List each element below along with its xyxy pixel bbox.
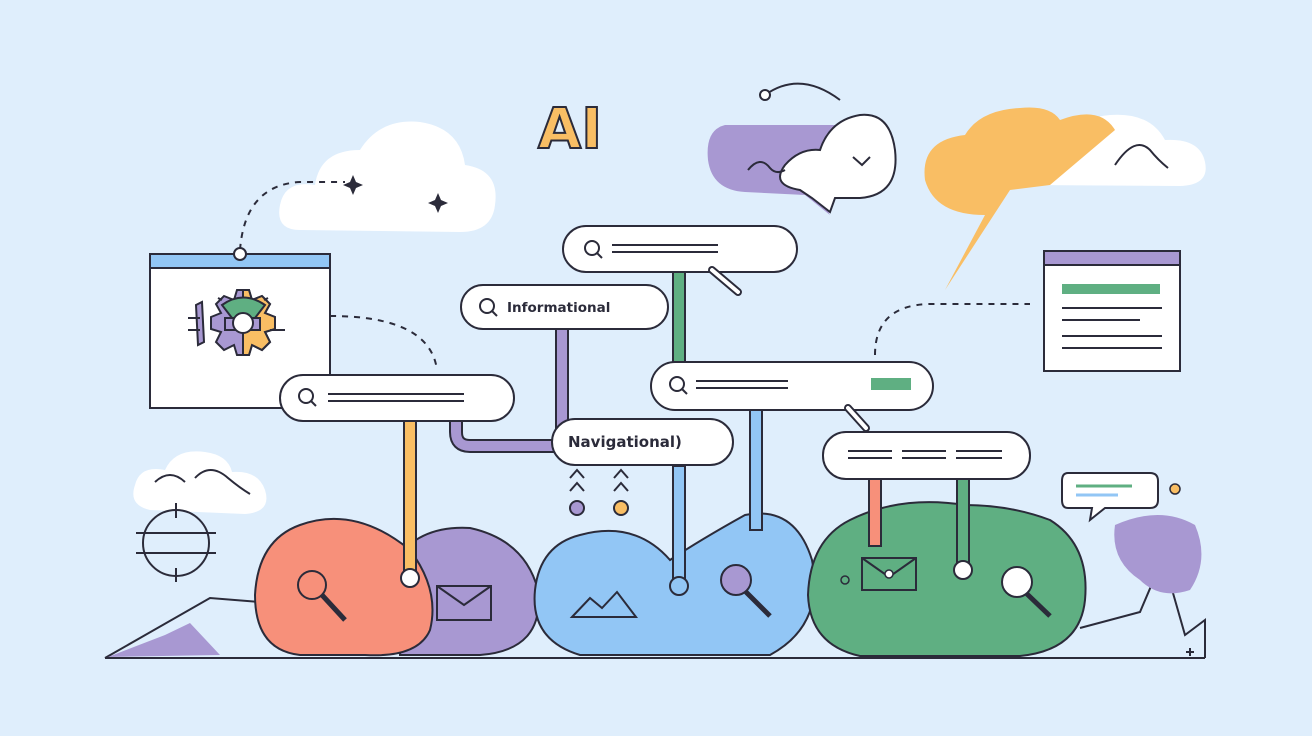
magnifier-icon [297,570,347,622]
magnifier-icon [720,564,772,618]
speech-bubble-icon [707,82,897,215]
speech-bubble-icon [1061,472,1181,523]
dot [840,575,850,585]
globe-icon [136,503,216,582]
page-title: AI [538,97,602,162]
envelope-icon [436,585,492,621]
dashed-connector [239,181,1030,371]
ground-line [104,515,1206,659]
dot [569,500,585,516]
gear-icon [210,289,276,356]
document-icon [1043,250,1181,372]
mountain-icon [569,590,639,618]
connector-pipes [400,269,973,596]
cloud-icon [279,121,496,232]
search-icon [584,240,603,259]
dot [613,500,629,516]
coral-blob [253,517,434,657]
search-icon [479,298,498,317]
search-bar-informational[interactable]: Informational [460,284,669,330]
magnifier-icon [1001,566,1052,618]
navigational-label: Navigational) [568,433,682,451]
search-bar-middle-right[interactable] [650,361,934,432]
thought-cloud-icon [924,107,1115,290]
search-icon [669,376,688,395]
search-bar-lower-right[interactable] [822,431,1031,480]
search-bar-navigational[interactable]: Navigational) [551,418,734,466]
search-bar-top[interactable] [562,225,798,296]
envelope-icon [861,557,917,591]
cloud-icon [133,451,267,514]
informational-label: Informational [507,300,610,316]
search-bar-left[interactable] [279,374,515,422]
search-icon [298,388,317,407]
chevron-up-icon [569,468,629,492]
